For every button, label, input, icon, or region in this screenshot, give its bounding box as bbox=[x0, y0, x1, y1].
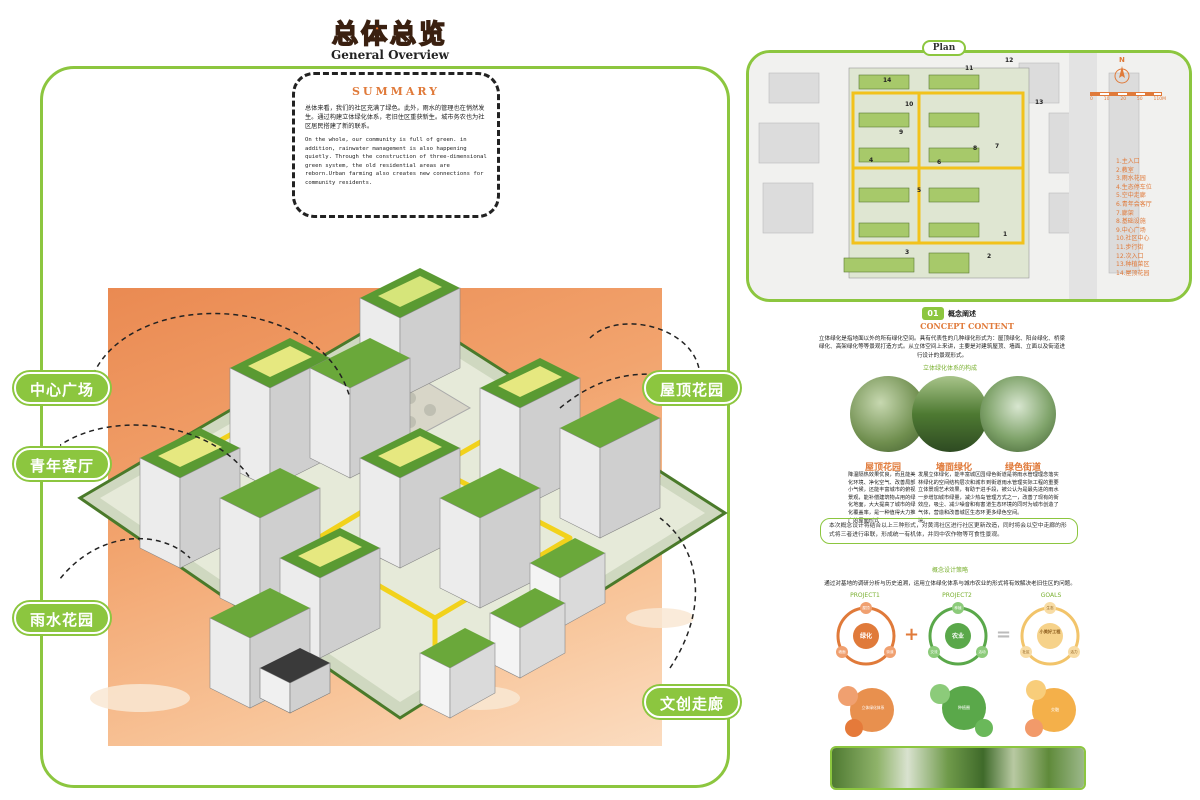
strategy-rings bbox=[836, 602, 1080, 666]
plan-marker-6: 6 bbox=[937, 159, 942, 166]
legend-item: 11.步行街 bbox=[1116, 243, 1144, 251]
scale-label: 50 bbox=[1136, 97, 1143, 102]
concept-title-cn: 概念阐述 bbox=[948, 310, 976, 318]
plan-marker-3: 3 bbox=[905, 249, 910, 256]
summary-text-cn: 总体来看，我们的社区充满了绿色。此外，雨水的管理也在悄然发生。通过构建立体绿化体… bbox=[305, 105, 485, 130]
legend-item: 3.雨水花园 bbox=[1116, 175, 1146, 183]
legend-item: 1.主入口 bbox=[1116, 158, 1140, 165]
gear-project2 bbox=[930, 684, 993, 737]
overview-frame bbox=[40, 66, 730, 788]
plan-marker-5: 5 bbox=[917, 187, 922, 194]
concept-title-en: CONCEPT CONTENT bbox=[920, 321, 1014, 331]
legend-item: 2.教室 bbox=[1116, 166, 1134, 174]
legend-item: 7.廊架 bbox=[1116, 209, 1134, 217]
summary-box: SUMMARY 总体来看，我们的社区充满了绿色。此外，雨水的管理也在悄然发生。通… bbox=[292, 72, 500, 218]
ring2-node: 种植 bbox=[954, 606, 962, 610]
plan-marker-12: 12 bbox=[1005, 57, 1014, 64]
page-title-en: General Overview bbox=[331, 48, 449, 62]
system-title: 立体绿化体系的构成 bbox=[922, 365, 977, 372]
plan-tab: Plan bbox=[922, 40, 966, 56]
legend-item: 6.青年会客厅 bbox=[1116, 200, 1152, 208]
plan-marker-4: 4 bbox=[869, 157, 874, 164]
strategy-title: 概念设计策略 bbox=[931, 567, 968, 574]
project1-label: PROJECT1 bbox=[850, 592, 880, 599]
ring3-node: 生态 bbox=[1046, 606, 1054, 610]
concept-statement: 本次概念设计将结合以上三种形式，对黄湾社区进行社区更新改造，同时将会以空中走廊的… bbox=[820, 518, 1078, 544]
scale-labels: 0 10 20 50 110M bbox=[1090, 97, 1166, 102]
item-title-street: 绿色街道 bbox=[1004, 463, 1041, 473]
legend-item: 8.基础设施 bbox=[1116, 218, 1146, 226]
plan-marker-11: 11 bbox=[965, 65, 974, 72]
ring2-center: 农业 bbox=[951, 633, 964, 640]
page-title-cn: 总体总览 bbox=[331, 19, 448, 51]
ring3-node: 活力 bbox=[1070, 650, 1078, 654]
plan-legend: 1.主入口 2.教室 3.雨水花园 4.生态停车位 5.空中走廊 6.青年会客厅… bbox=[1116, 158, 1152, 278]
goals-label: GOALS bbox=[1040, 592, 1062, 599]
legend-item: 4.生态停车位 bbox=[1116, 183, 1152, 191]
item-text-roof: 降温隔热效果优良，而且能美化环境、净化空气、改善局部小气候，还能丰富城市的俯视景… bbox=[848, 472, 916, 524]
tag-roof-garden: 屋顶花园 bbox=[644, 372, 741, 404]
item-text-street: 绿色街道是将雨水管理理念落实到街道雨水管理实际工程的重要手段，被公认为是最先进的… bbox=[986, 472, 1059, 516]
ring2-node: 活动 bbox=[978, 650, 986, 654]
project2-label: PROJECT2 bbox=[942, 592, 972, 599]
item-title-wall: 墙面绿化 bbox=[935, 463, 972, 473]
legend-item: 13.种植菜区 bbox=[1116, 261, 1150, 269]
gear2-label: 种植圈 bbox=[958, 705, 970, 710]
item-title-roof: 屋顶花园 bbox=[864, 463, 901, 473]
tag-rain-garden: 雨水花园 bbox=[14, 602, 111, 634]
tag-youth-lounge: 青年客厅 bbox=[14, 448, 111, 480]
ring1-node: 街道 bbox=[886, 650, 894, 654]
legend-item: 5.空中走廊 bbox=[1116, 192, 1146, 200]
plan-marker-7: 7 bbox=[995, 143, 1000, 150]
summary-text-en: On the whole, our community is full of g… bbox=[305, 137, 487, 186]
gear3-label: 交融 bbox=[1051, 707, 1059, 712]
plan-marker-9: 9 bbox=[899, 129, 904, 136]
plan-marker-14: 14 bbox=[883, 77, 892, 84]
ring3-center: 小美好工程 bbox=[1039, 629, 1061, 634]
strategy-text: 通过对基地的调研分析与历史追溯，运用立体绿化体系与城市农业的形式将有效解决老旧住… bbox=[824, 581, 1076, 587]
scale-label: 110M bbox=[1153, 97, 1166, 102]
ring3-node: 社区 bbox=[1022, 650, 1030, 654]
plan-marker-1: 1 bbox=[1003, 231, 1008, 238]
plan-marker-8: 8 bbox=[973, 145, 978, 152]
gear-project1 bbox=[838, 686, 894, 737]
aerial-isometric-view bbox=[60, 268, 728, 720]
tag-culture-corridor: 文创走廊 bbox=[644, 686, 741, 718]
plan-marker-10: 10 bbox=[905, 101, 914, 108]
ring-goals bbox=[1020, 602, 1080, 666]
tag-central-square: 中心广场 bbox=[14, 372, 111, 404]
plus-operator: + bbox=[904, 624, 920, 645]
legend-item: 9.中心广场 bbox=[1116, 226, 1146, 234]
plan-marker-13: 13 bbox=[1035, 99, 1044, 106]
gear1-label: 立体绿化体系 bbox=[861, 705, 885, 710]
equals-operator: = bbox=[996, 624, 1012, 645]
ring2-node: 交流 bbox=[930, 650, 938, 654]
ring1-node: 墙面 bbox=[838, 650, 846, 654]
concept-number: 01 bbox=[922, 307, 944, 320]
legend-item: 14.屋顶花园 bbox=[1116, 269, 1150, 277]
residential-blocks bbox=[139, 268, 661, 719]
plan-marker-2: 2 bbox=[987, 253, 992, 260]
green-street-photo bbox=[980, 376, 1056, 452]
streetscape-photo-strip bbox=[830, 746, 1086, 790]
scale-label: 20 bbox=[1120, 97, 1127, 102]
summary-heading: SUMMARY bbox=[351, 85, 441, 98]
ring-project2 bbox=[928, 602, 988, 666]
gear-goals bbox=[1025, 680, 1076, 737]
ring-project1 bbox=[836, 602, 896, 666]
scale-label: 0 bbox=[1090, 97, 1093, 102]
compass-label: N bbox=[1119, 56, 1125, 64]
scale-bar bbox=[1090, 92, 1162, 96]
legend-item: 12.次入口 bbox=[1116, 252, 1144, 260]
north-arrow-icon bbox=[1114, 66, 1130, 84]
scale-label: 10 bbox=[1103, 97, 1110, 102]
compass: N bbox=[1112, 56, 1132, 88]
concept-text: 立体绿化是指地面以外的所有绿化空间。具有代表性的几种绿化形式为：屋顶绿化、阳台绿… bbox=[818, 336, 1066, 359]
ring1-center: 绿化 bbox=[859, 633, 872, 640]
ring1-node: 屋顶 bbox=[862, 606, 870, 610]
green-wall-photo bbox=[912, 376, 988, 452]
legend-item: 10.社区中心 bbox=[1116, 235, 1150, 243]
strategy-gears bbox=[838, 680, 1076, 737]
item-text-wall: 发展立体绿化，能丰富城区园林绿化的空间结构层次和城市立体景观艺术效果，有助于进一… bbox=[918, 472, 986, 524]
